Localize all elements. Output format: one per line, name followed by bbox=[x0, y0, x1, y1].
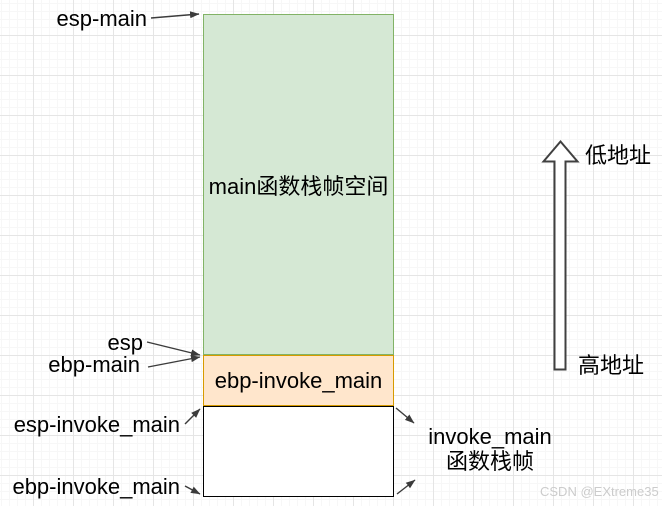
main-stack-frame-box: main函数栈帧空间 bbox=[203, 14, 394, 355]
ebp-invoke-main-pointer-arrow bbox=[184, 485, 201, 495]
esp-pointer-arrow bbox=[146, 341, 201, 357]
invoke-main-frame-box bbox=[203, 406, 394, 497]
invoke-main-frame-annotation: invoke_main 函数栈帧 bbox=[416, 424, 564, 474]
pointer-label-esp-main: esp-main bbox=[56, 6, 147, 31]
watermark: CSDN @EXtreme35 bbox=[540, 484, 659, 499]
pointer-label-ebp-main: ebp-main bbox=[48, 352, 140, 377]
esp-invoke-main-pointer-arrow bbox=[184, 408, 201, 425]
address-direction-up-arrow bbox=[541, 139, 580, 371]
pointer-label-ebp-invoke-main: ebp-invoke_main bbox=[12, 474, 180, 499]
invoke-main-frame-annotation-line2: 函数栈帧 bbox=[445, 449, 534, 474]
invoke-main-frame-annotation-line1: invoke_main bbox=[428, 424, 552, 449]
low-address-label: 低地址 bbox=[585, 143, 652, 168]
ebp-invoke-main-cell-label: ebp-invoke_main bbox=[214, 367, 383, 393]
ebp-main-pointer-arrow bbox=[147, 355, 201, 368]
invoke-frame-top-annotation-arrow bbox=[395, 407, 415, 424]
pointer-label-esp: esp bbox=[107, 330, 143, 355]
main-stack-frame-label: main函数栈帧空间 bbox=[208, 173, 389, 199]
ebp-invoke-main-cell: ebp-invoke_main bbox=[203, 355, 394, 406]
pointer-label-esp-invoke-main: esp-invoke_main bbox=[13, 412, 180, 437]
esp-main-pointer-arrow bbox=[150, 11, 200, 19]
high-address-label: 高地址 bbox=[578, 353, 645, 378]
invoke-frame-bottom-annotation-arrow bbox=[396, 479, 416, 495]
